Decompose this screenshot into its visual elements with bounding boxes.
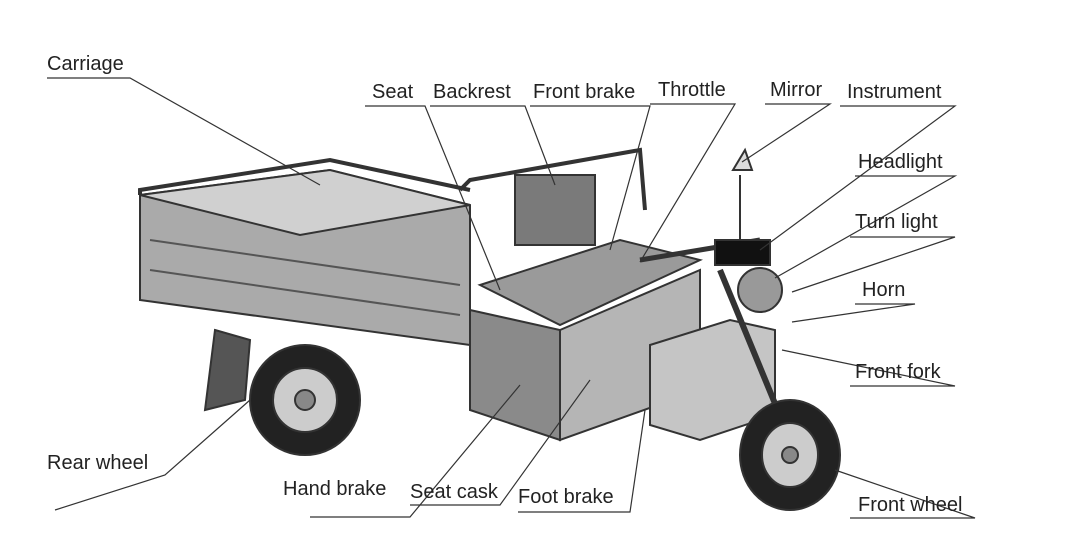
label-headlight: Headlight — [858, 151, 943, 173]
label-hand-brake: Hand brake — [283, 478, 387, 500]
label-throttle: Throttle — [658, 79, 726, 101]
leader-turn-light — [791, 236, 956, 293]
label-mirror: Mirror — [770, 79, 823, 101]
leader-headlight — [774, 175, 958, 279]
leader-seat — [365, 105, 501, 291]
leader-front-brake — [530, 105, 651, 251]
label-horn: Horn — [862, 279, 906, 301]
label-seat-cask: Seat cask — [410, 481, 498, 503]
label-backrest: Backrest — [433, 81, 511, 103]
leader-backrest — [430, 105, 556, 186]
label-front-brake: Front brake — [533, 81, 636, 103]
leader-front-wheel — [834, 469, 976, 519]
leader-rear-wheel — [54, 399, 251, 511]
leader-seat-cask — [410, 379, 591, 506]
leader-throttle — [639, 103, 737, 263]
leader-foot-brake — [518, 409, 646, 513]
label-rear-wheel: Rear wheel — [47, 452, 149, 474]
label-instrument: Instrument — [847, 81, 942, 103]
leader-hand-brake — [310, 384, 521, 518]
label-carriage: Carriage — [47, 53, 124, 75]
leader-instrument — [759, 105, 957, 251]
label-front-fork: Front fork — [855, 361, 941, 383]
label-turn-light: Turn light — [855, 211, 938, 233]
headlight-shape — [737, 267, 783, 313]
leader-carriage — [47, 77, 321, 186]
leader-front-fork — [781, 349, 956, 387]
label-seat: Seat — [372, 81, 414, 103]
seat-cask-shape — [469, 308, 561, 442]
leader-mirror — [741, 103, 833, 163]
instrument-shape — [714, 239, 771, 266]
label-foot-brake: Foot brake — [518, 486, 614, 508]
backrest-shape — [514, 174, 596, 246]
label-front-wheel: Front wheel — [858, 494, 963, 516]
leader-horn — [791, 303, 916, 323]
